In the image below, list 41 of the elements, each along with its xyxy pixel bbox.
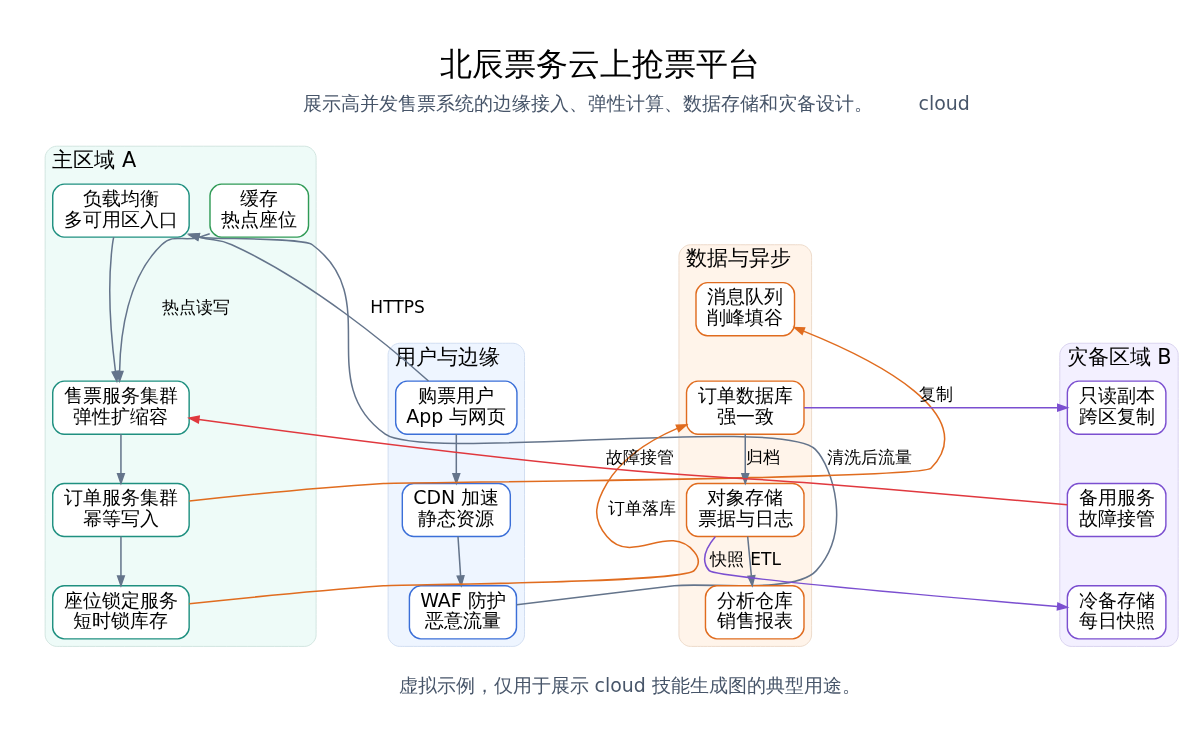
edge-label: 复制 bbox=[918, 383, 953, 404]
arrow bbox=[740, 433, 750, 486]
node-box: 消息队列 削峰填谷 bbox=[695, 281, 796, 337]
node-box: 购票用户 App 与网页 bbox=[394, 380, 518, 435]
node-box: 负载均衡 多可用区入口 bbox=[52, 183, 190, 238]
edge-label: 热点读写 bbox=[162, 297, 231, 318]
node-box: 缓存 热点座位 bbox=[209, 183, 310, 238]
arrow bbox=[703, 536, 1070, 611]
node-box: 订单服务集群 幂等写入 bbox=[52, 482, 190, 538]
node-box: WAF 防护 恶意流量 bbox=[408, 585, 518, 640]
edge-label: ETL bbox=[750, 549, 781, 570]
edge-label: 订单落库 bbox=[607, 498, 676, 519]
label: cloud bbox=[918, 92, 970, 115]
label: 虚拟示例，仅用于展示 cloud 技能生成图的典型用途。 bbox=[398, 673, 861, 696]
edge-label: 快照 bbox=[709, 549, 744, 570]
node-box: 座位锁定服务 短时锁库存 bbox=[52, 585, 190, 640]
node-box: CDN 加速 静态资源 bbox=[401, 482, 511, 538]
node-box: 冷备存储 每日快照 bbox=[1066, 585, 1167, 640]
diagram-title: 北辰票务云上抢票平台 bbox=[440, 45, 760, 84]
node-box: 售票服务集群 弹性扩缩容 bbox=[52, 380, 190, 435]
arrow bbox=[803, 403, 1070, 413]
arrow bbox=[116, 535, 126, 588]
arrow bbox=[187, 232, 430, 382]
edge-label: 归档 bbox=[745, 447, 780, 468]
node-box: 只读副本 跨区复制 bbox=[1066, 380, 1167, 435]
arrow bbox=[451, 433, 461, 486]
node-box: 对象存储 票据与日志 bbox=[685, 482, 805, 538]
edge-label: HTTPS bbox=[370, 297, 425, 318]
arrow bbox=[187, 232, 838, 606]
arrow bbox=[116, 433, 126, 486]
label: 展示高并发售票系统的边缘接入、弹性计算、数据存储和灾备设计。 bbox=[302, 92, 873, 115]
arrow bbox=[456, 535, 465, 588]
edge-label: 清洗后流量 bbox=[827, 447, 913, 468]
node-box: 备用服务 故障接管 bbox=[1066, 482, 1167, 538]
arrow bbox=[187, 415, 1068, 506]
arrow bbox=[746, 535, 756, 588]
node-box: 订单数据库 强一致 bbox=[685, 380, 805, 435]
arrow bbox=[188, 326, 946, 502]
arrow bbox=[188, 423, 700, 605]
node-box: 分析仓库 销售报表 bbox=[704, 585, 805, 640]
arrow bbox=[115, 232, 211, 384]
